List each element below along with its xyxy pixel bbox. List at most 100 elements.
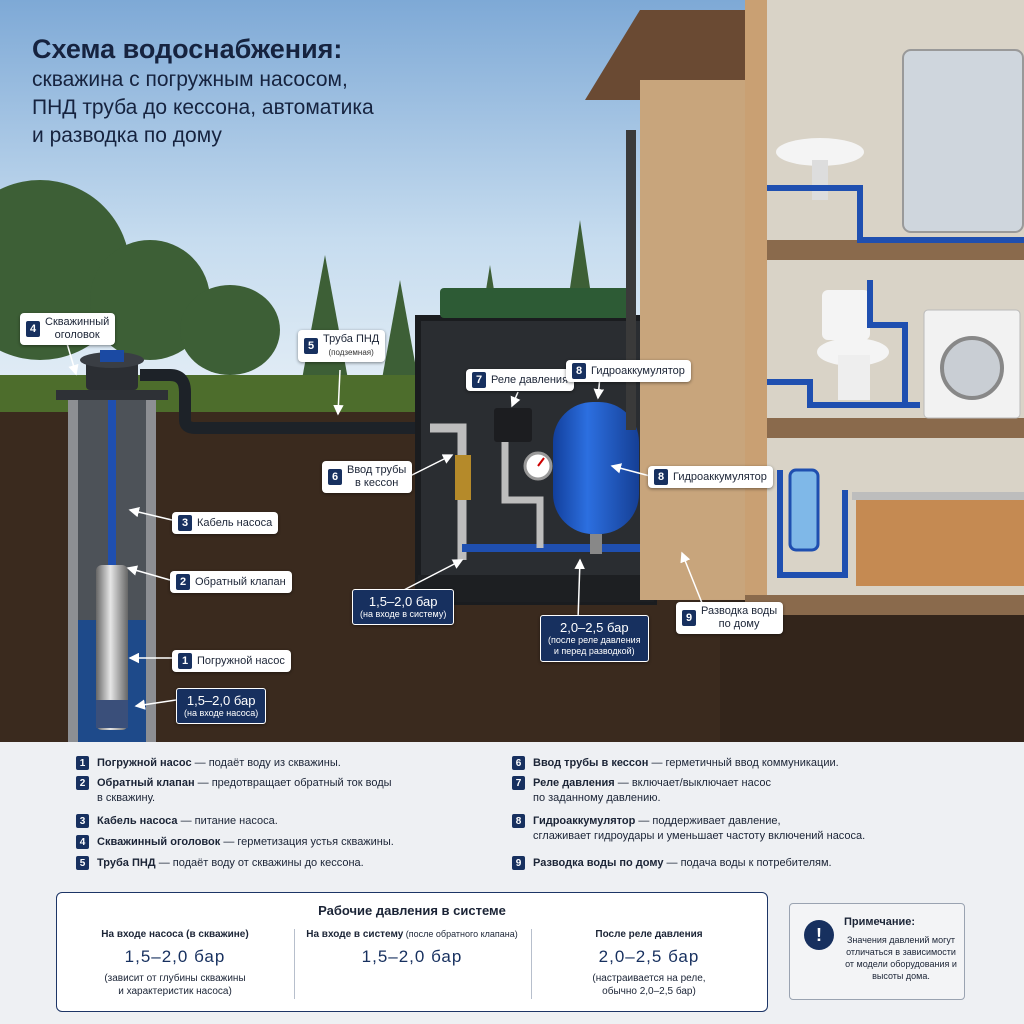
pressure-note: (на входе в систему) xyxy=(360,609,447,619)
pressure-label-after-switch: 2,0–2,5 бар (после реле давления и перед… xyxy=(540,615,649,662)
callout-number: 8 xyxy=(654,469,668,485)
kitchen-cabinet xyxy=(856,494,1024,586)
legend-item: 3 Кабель насоса — питание насоса. xyxy=(76,814,278,829)
pressure-col-note-2: обычно 2,0–2,5 бар) xyxy=(602,986,696,997)
callout-number: 6 xyxy=(328,469,342,485)
pressure-label-system-inlet: 1,5–2,0 бар (на входе в систему) xyxy=(352,589,455,625)
page-title: Схема водоснабжения: скважина с погружны… xyxy=(32,32,374,150)
legend-desc: — подаёт воду от скважины до кессона. xyxy=(155,857,364,869)
legend-item: 2 Обратный клапан — предотвращает обратн… xyxy=(76,776,392,806)
callout-pump-cable: 3 Кабель насоса xyxy=(172,512,279,534)
house xyxy=(585,0,1024,615)
legend-number: 2 xyxy=(76,776,89,790)
divider xyxy=(531,929,532,999)
callout-number: 3 xyxy=(178,515,192,531)
hydro-accumulator xyxy=(553,402,639,534)
legend-name: Кабель насоса xyxy=(97,815,178,827)
warning-icon: ! xyxy=(804,920,834,950)
pressure-col-label: После реле давления xyxy=(595,929,703,940)
legend-desc: — поддерживает давление, xyxy=(635,815,781,827)
title-line-4: и разводка по дому xyxy=(32,124,222,147)
scene-drawing xyxy=(0,0,1024,742)
callout-subtext: (подземная) xyxy=(328,348,374,357)
pressure-switch xyxy=(494,408,532,442)
callout-text: Гидроаккумулятор xyxy=(591,364,685,377)
callout-text: Гидроаккумулятор xyxy=(673,470,767,483)
pressures-heading: Рабочие давления в системе xyxy=(318,903,506,918)
pressure-note: (на входе насоса) xyxy=(184,708,259,718)
legend-name: Гидроаккумулятор xyxy=(533,815,636,827)
title-line-3: ПНД труба до кессона, автоматика xyxy=(32,96,374,119)
check-valve xyxy=(455,455,471,500)
callout-submersible-pump: 1 Погружной насос xyxy=(172,650,291,672)
legend-name: Скважинный оголовок xyxy=(97,836,221,848)
legend-item: 6 Ввод трубы в кессон — герметичный ввод… xyxy=(512,756,839,771)
legend-desc-2: сглаживает гидроудары и уменьшает частот… xyxy=(533,830,866,842)
callout-number: 9 xyxy=(682,610,696,626)
pressure-col-label: На входе насоса (в скважине) xyxy=(101,929,249,940)
legend-number: 3 xyxy=(76,814,89,828)
toilet xyxy=(822,290,870,340)
callout-text-2: оголовок xyxy=(54,329,100,341)
legend-desc-2: по заданному давлению. xyxy=(533,792,661,804)
pressure-col-value: 2,0–2,5 бар xyxy=(598,947,700,966)
callout-text: Кабель насоса xyxy=(197,516,273,529)
pressure-value: 2,0–2,5 бар xyxy=(559,620,629,635)
pressure-col-value: 1,5–2,0 бар xyxy=(361,947,463,966)
callout-accumulator-top: 8 Гидроаккумулятор xyxy=(566,360,691,382)
pressure-note-2: и перед разводкой) xyxy=(553,646,635,656)
legend-number: 8 xyxy=(512,814,525,828)
legend-desc: — подаёт воду из скважины. xyxy=(191,757,341,769)
callout-text-2: в кессон xyxy=(355,477,399,489)
legend-desc: — предотвращает обратный ток воды xyxy=(194,777,392,789)
callout-number: 5 xyxy=(304,338,318,354)
legend-name: Обратный клапан xyxy=(97,777,195,789)
legend-item: 4 Скважинный оголовок — герметизация уст… xyxy=(76,835,394,850)
callout-text: Реле давления xyxy=(491,373,569,386)
legend-desc: — подача воды к потребителям. xyxy=(663,857,832,869)
pressure-column: На входе насоса (в скважине) 1,5–2,0 бар… xyxy=(57,929,293,998)
pressure-note: (после реле давления xyxy=(548,635,641,645)
legend-number: 7 xyxy=(512,776,525,790)
callout-text: Труба ПНД xyxy=(323,333,380,345)
pressure-col-note: (настраивается на реле, xyxy=(592,973,706,984)
note-title: Примечание: xyxy=(844,916,916,928)
working-pressures-panel: Рабочие давления в системе На входе насо… xyxy=(56,892,768,1012)
legend-desc: — питание насоса. xyxy=(177,815,278,827)
pressure-column: На входе в систему (после обратного клап… xyxy=(294,929,530,967)
shower-cabin xyxy=(902,49,1024,233)
legend-number: 6 xyxy=(512,756,525,770)
pump-cable-pipe xyxy=(108,400,116,570)
legend-desc: — включает/выключает насос xyxy=(614,777,771,789)
pressure-col-label-small: (после обратного клапана) xyxy=(403,929,518,939)
legend-item: 1 Погружной насос — подаёт воду из скваж… xyxy=(76,756,341,771)
legend-desc: — герметизация устья скважины. xyxy=(220,836,394,848)
legend-number: 9 xyxy=(512,856,525,870)
bathroom-sink xyxy=(776,138,864,166)
legend-name: Погружной насос xyxy=(97,757,192,769)
legend-name: Труба ПНД xyxy=(97,857,156,869)
callout-number: 7 xyxy=(472,372,486,388)
legend-name: Ввод трубы в кессон xyxy=(533,757,649,769)
pressure-col-note-2: и характеристик насоса) xyxy=(118,986,232,997)
divider xyxy=(294,929,295,999)
pressure-col-label: На входе в систему xyxy=(306,929,404,940)
legend-item: 8 Гидроаккумулятор — поддерживает давлен… xyxy=(512,814,865,844)
legend-number: 4 xyxy=(76,835,89,849)
callout-pressure-switch: 7 Реле давления xyxy=(466,369,575,391)
pressure-col-value: 1,5–2,0 бар xyxy=(124,947,226,966)
title-main: Схема водоснабжения: xyxy=(32,34,343,64)
callout-text: Обратный клапан xyxy=(195,575,286,588)
pressure-value: 1,5–2,0 бар xyxy=(368,594,438,609)
pressure-value: 1,5–2,0 бар xyxy=(186,693,256,708)
callout-text: Погружной насос xyxy=(197,654,285,667)
legend-item: 5 Труба ПНД — подаёт воду от скважины до… xyxy=(76,856,364,871)
callout-check-valve: 2 Обратный клапан xyxy=(170,571,292,593)
legend-item: 9 Разводка воды по дому — подача воды к … xyxy=(512,856,832,871)
well-head xyxy=(86,360,138,390)
legend-number: 1 xyxy=(76,756,89,770)
scheme-illustration xyxy=(0,0,1024,742)
legend-name: Разводка воды по дому xyxy=(533,857,664,869)
